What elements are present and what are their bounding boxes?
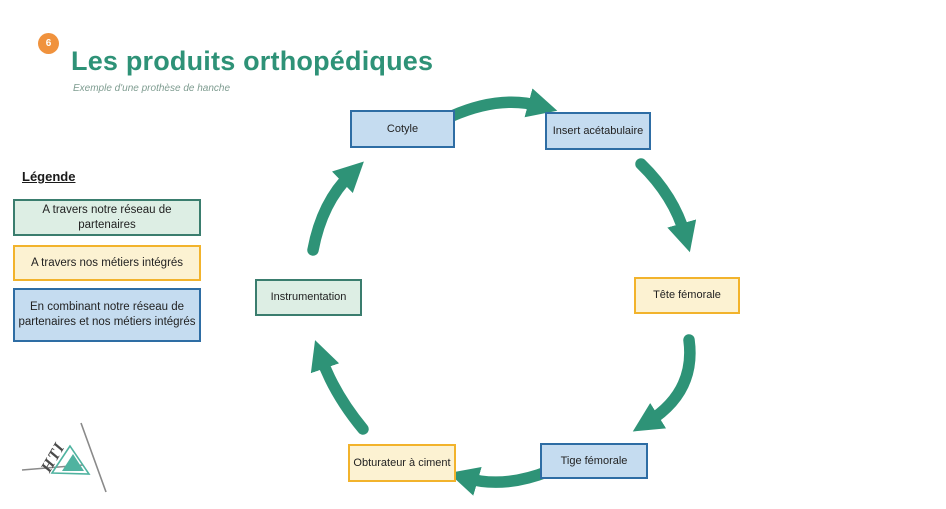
- node-label: Instrumentation: [270, 291, 347, 304]
- arrow-insert-to-tete: [635, 158, 697, 253]
- cycle-node-obturateur-a-ciment: Obturateur à ciment: [348, 444, 456, 482]
- legend-item-partners: A travers notre réseau de partenaires: [13, 199, 201, 236]
- slide-number-badge: 6: [38, 33, 59, 54]
- legend-item-label: A travers notre réseau de partenaires: [42, 203, 172, 231]
- cycle-node-insert-acetabulaire: Insert acétabulaire: [545, 112, 651, 150]
- node-label: Tête fémorale: [653, 289, 721, 302]
- arrow-cotyle-to-insert: [446, 88, 558, 122]
- arrow-instrumentation-to-cotyle: [307, 161, 364, 256]
- legend-item-label: En combinant notre réseau de partenaires…: [18, 301, 196, 328]
- node-label: Tige fémorale: [560, 454, 628, 467]
- arrow-obturateur-to-instrumentation: [310, 340, 369, 435]
- arrow-tige-to-obturateur: [448, 465, 555, 496]
- arrow-tete-to-tige: [632, 334, 696, 432]
- legend-item-integrated: A travers nos métiers intégrés: [13, 245, 201, 281]
- cycle-node-tete-femorale: Tête fémorale: [634, 277, 740, 314]
- page-title: Les produits orthopédiques: [71, 46, 434, 76]
- page-subtitle: Exemple d'une prothèse de hanche: [73, 83, 231, 94]
- cycle-node-tige-femorale: Tige fémorale: [540, 443, 648, 479]
- legend-item-combined: En combinant notre réseau de partenaires…: [13, 288, 201, 342]
- cycle-node-cotyle: Cotyle: [350, 110, 455, 148]
- cycle-node-instrumentation: Instrumentation: [255, 279, 362, 316]
- legend-item-label: A travers nos métiers intégrés: [30, 256, 184, 269]
- legend-heading: Légende: [22, 169, 76, 184]
- node-label: Insert acétabulaire: [552, 124, 644, 137]
- node-label: Cotyle: [386, 122, 419, 135]
- node-label: Obturateur à ciment: [353, 456, 451, 469]
- company-logo: HTI: [21, 422, 107, 493]
